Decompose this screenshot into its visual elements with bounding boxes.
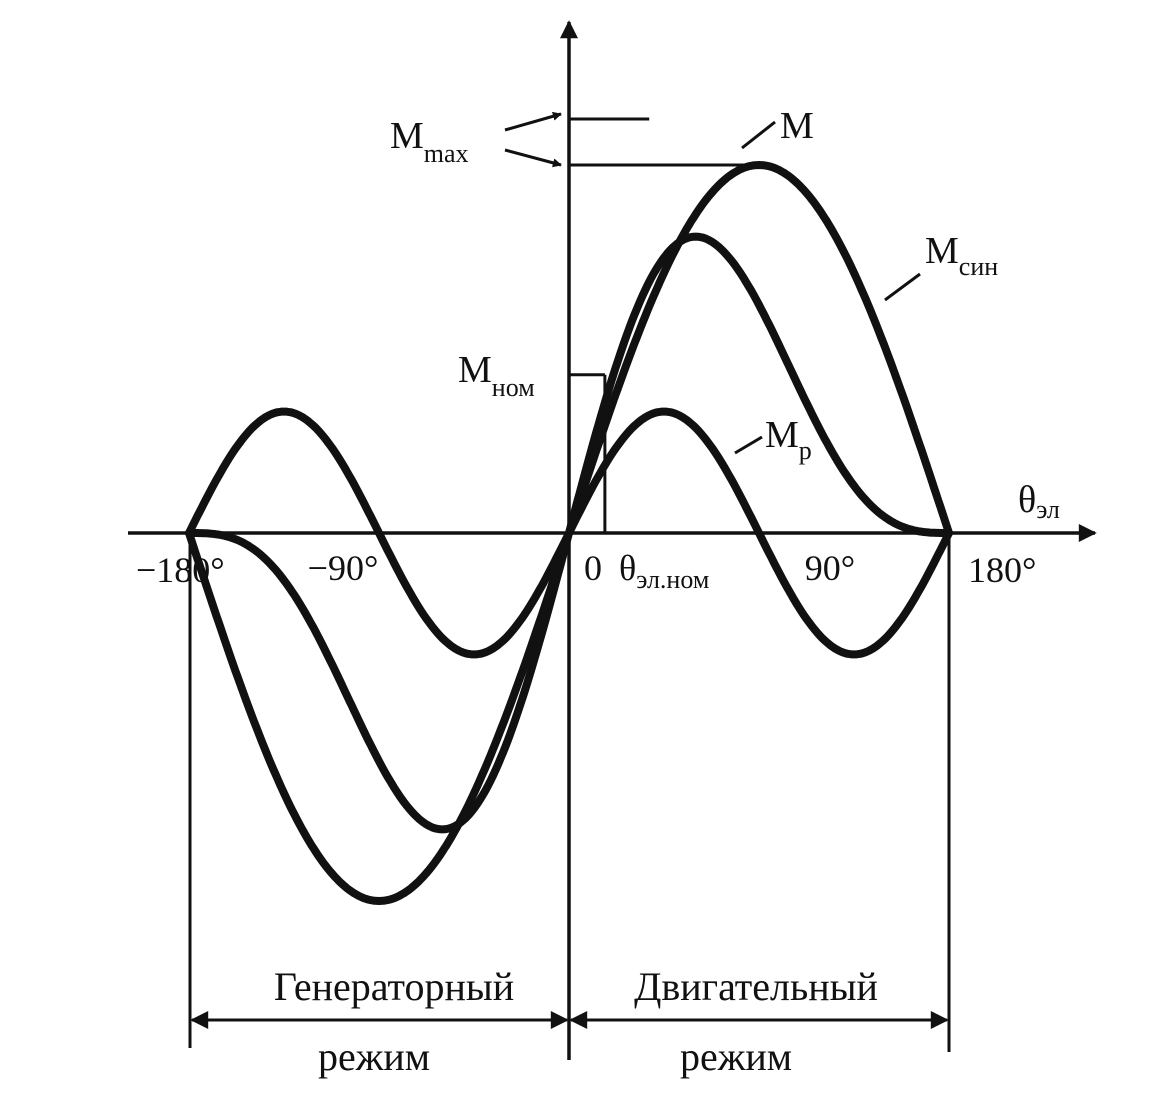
series-label-m-main: M [780, 105, 814, 147]
x-tick-nominal-label: θэл.ном [619, 548, 709, 594]
mode-subtitle-generator: режим [318, 1034, 430, 1079]
x-tick-label: 0 [584, 548, 602, 588]
mnom-label-main: M [458, 349, 492, 391]
mmax-label: Mmax [390, 115, 469, 168]
x-axis-label: θэл [1018, 479, 1060, 524]
mnom-label: Mном [458, 349, 535, 402]
mode-title-motor: Двигательный [634, 964, 878, 1009]
mode-title-generator: Генераторный [274, 964, 514, 1009]
x-tick-nominal-label-main: θ [619, 548, 636, 588]
series-label-m: M [780, 105, 814, 147]
series-label-msin-sub: син [959, 252, 998, 281]
leader-line-m [741, 120, 776, 150]
series-label-mp: Mp [765, 414, 812, 465]
mmax-label-main: M [390, 115, 424, 157]
leader-line-msin [884, 272, 921, 302]
curves [185, 161, 953, 905]
series-label-msin: Mсин [925, 230, 998, 281]
mmax-label-sub: max [424, 139, 469, 168]
x-tick-label: 180° [968, 550, 1036, 590]
mmax-arrow-lower [504, 148, 562, 168]
x-tick-label: −180° [136, 550, 225, 590]
x-axis-label-main: θ [1018, 479, 1036, 521]
mode-annotations: Генераторный режим Двигательный режим [190, 964, 949, 1079]
series-label-mp-main: M [765, 414, 799, 456]
series-label-mp-sub: p [799, 436, 812, 465]
x-tick-label: −90° [308, 548, 379, 588]
series-label-msin-main: M [925, 230, 959, 272]
x-axis-label-sub: эл [1036, 495, 1060, 524]
guide-lines [188, 117, 951, 1052]
series-line-p [185, 407, 953, 659]
x-tick-nominal-label-sub: эл.ном [636, 565, 709, 594]
mode-subtitle-motor: режим [680, 1034, 792, 1079]
mmax-arrow-upper [504, 111, 562, 132]
x-tick-label: 90° [805, 548, 855, 588]
leader-line-mp [734, 435, 763, 455]
mnom-label-sub: ном [492, 373, 535, 402]
